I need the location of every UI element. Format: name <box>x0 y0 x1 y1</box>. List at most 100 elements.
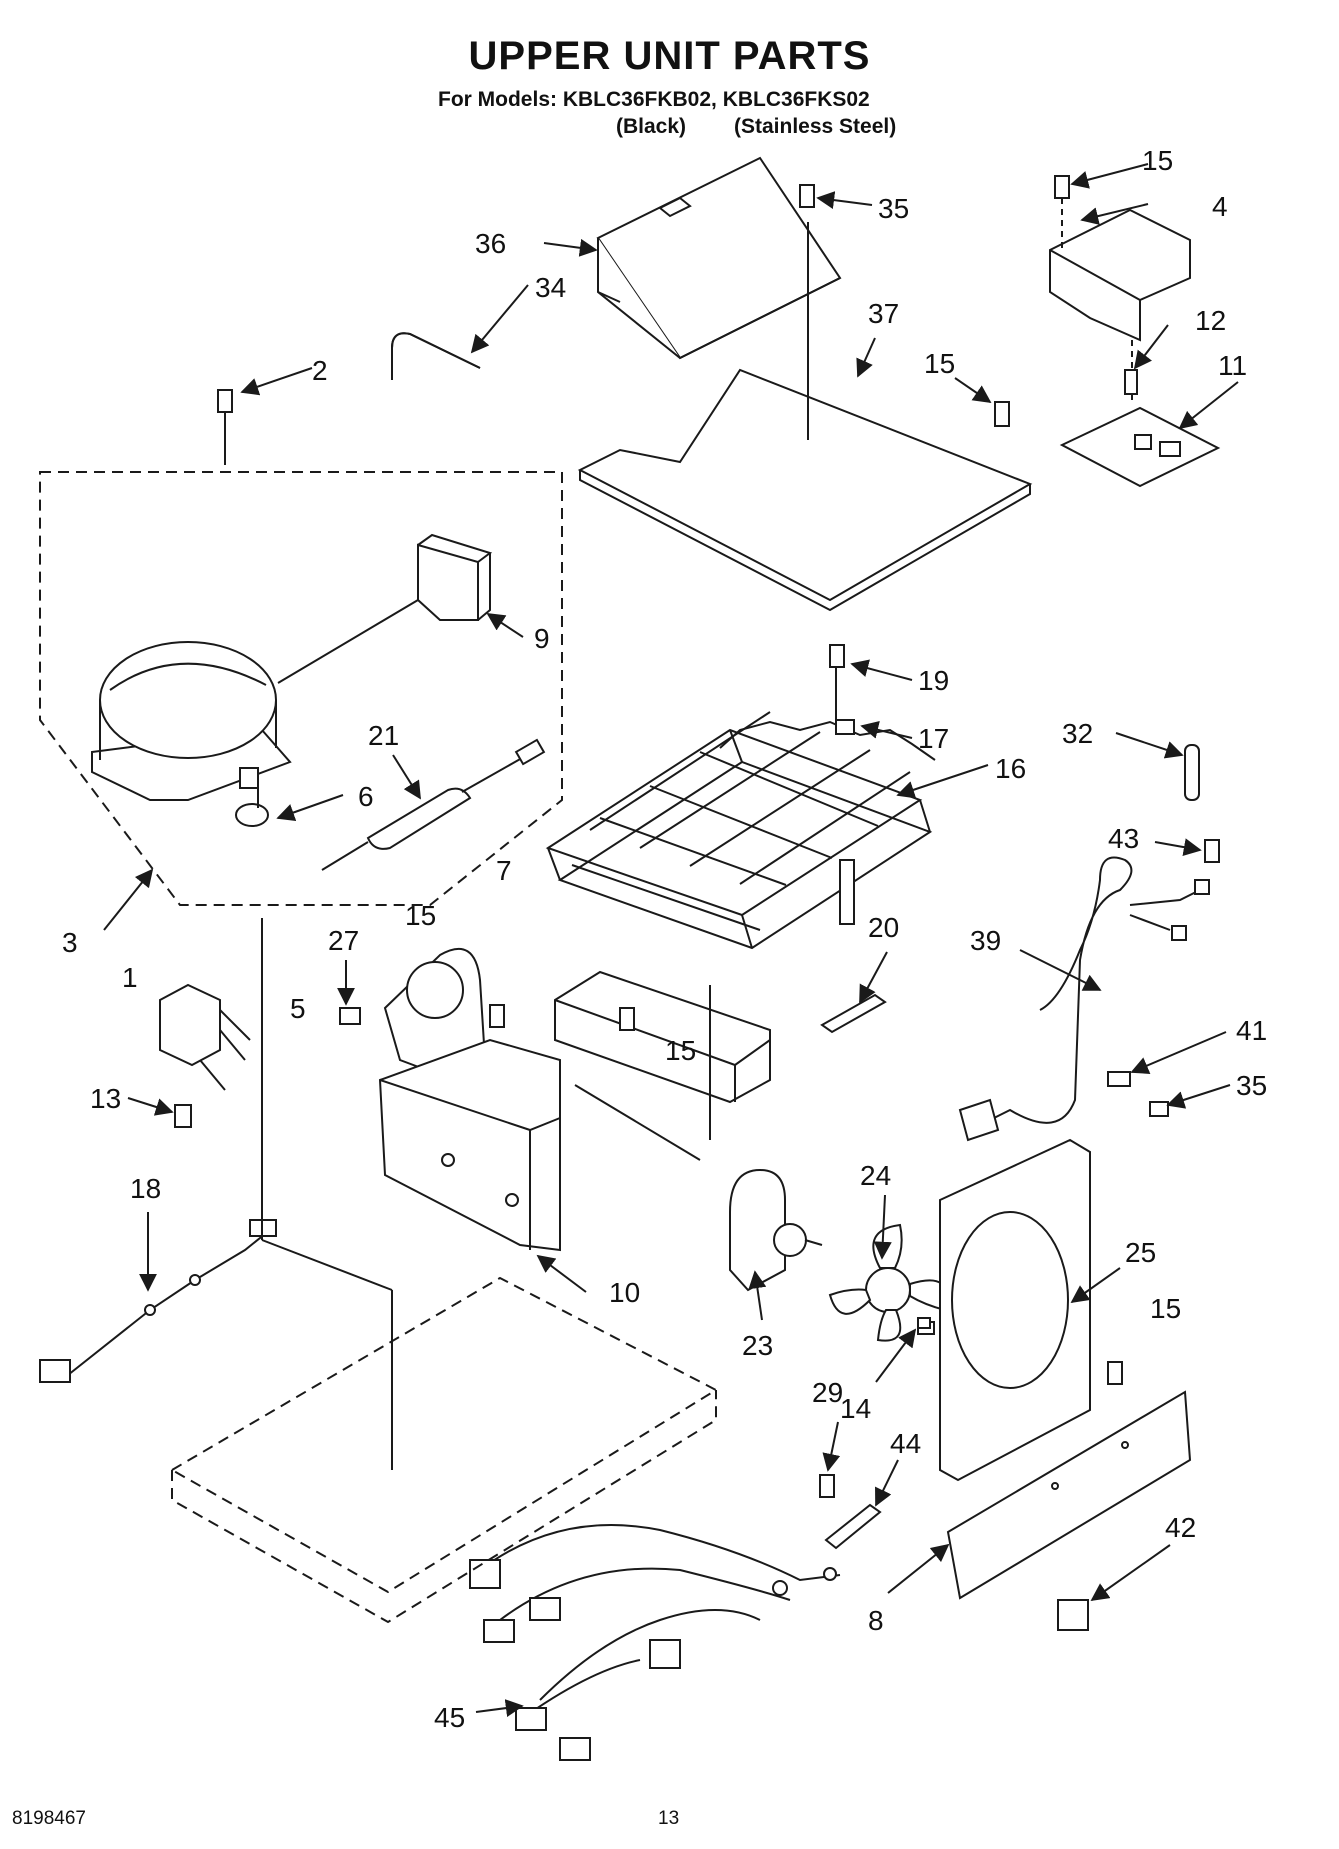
leader-23 <box>748 1270 767 1321</box>
clamp-41-part <box>1107 1071 1131 1087</box>
screw-35-top-part <box>799 184 815 208</box>
callout-11: 11 <box>1218 350 1247 381</box>
leader-41 <box>1130 1031 1227 1074</box>
callout-3: 3 <box>62 927 78 958</box>
mounting-rail-part <box>946 1390 1192 1600</box>
leader-25 <box>1070 1267 1121 1304</box>
screw-15-shroud-part <box>489 1004 505 1028</box>
callout-9: 9 <box>534 623 550 654</box>
leader-43 <box>1154 838 1202 857</box>
callout-36: 36 <box>475 228 506 259</box>
callout-29: 29 <box>812 1377 843 1408</box>
variant-stainless-label: (Stainless Steel) <box>734 115 897 138</box>
evaporator-part <box>545 660 936 950</box>
screw-15-bracket-part <box>619 1007 635 1031</box>
callout-35-top: 35 <box>878 193 909 224</box>
variant-black-label: (Black) <box>616 115 687 138</box>
tube-part <box>391 332 481 380</box>
leader-44 <box>875 1459 899 1507</box>
leader-42 <box>1090 1544 1171 1602</box>
callout-1: 1 <box>122 962 138 993</box>
relay-part <box>277 533 493 684</box>
callout-34: 34 <box>535 272 566 303</box>
callout-4: 4 <box>1212 191 1228 222</box>
screw-15-fan-part <box>1107 1361 1123 1385</box>
callout-43: 43 <box>1108 823 1139 854</box>
leader-35-cord <box>1166 1084 1231 1109</box>
leader-37 <box>856 337 876 378</box>
callout-15-bracket: 15 <box>665 1035 696 1066</box>
callout-35-cord: 35 <box>1236 1070 1267 1101</box>
harness-18-part <box>39 1219 277 1383</box>
top-plate-part <box>577 222 1033 612</box>
callout-44: 44 <box>890 1428 921 1459</box>
callout-20: 20 <box>868 912 899 943</box>
screw-2-part <box>217 389 233 413</box>
cover-part <box>1049 198 1191 342</box>
leader-29 <box>875 1328 917 1383</box>
callout-5: 5 <box>290 993 306 1024</box>
page-number: 13 <box>658 1808 680 1829</box>
compressor-assembly-boundary <box>39 471 563 906</box>
transformer-part <box>159 983 251 1091</box>
callout-17: 17 <box>918 723 949 754</box>
leader-32 <box>1115 732 1184 759</box>
callout-45: 45 <box>434 1702 465 1733</box>
leader-3 <box>103 868 154 931</box>
callout-12: 12 <box>1195 305 1226 336</box>
callout-10: 10 <box>609 1277 640 1308</box>
power-cord-part <box>958 856 1210 1142</box>
callout-2: 2 <box>312 355 328 386</box>
callout-15-fan: 15 <box>1150 1293 1181 1324</box>
callout-23: 23 <box>742 1330 773 1361</box>
leader-35-top <box>816 191 873 210</box>
leader-17 <box>860 721 913 739</box>
strap-44-part <box>824 1503 882 1550</box>
screw-43-part <box>1204 839 1220 863</box>
callout-37: 37 <box>868 298 899 329</box>
leader-12 <box>1133 324 1169 370</box>
leader-15-top <box>1070 163 1149 189</box>
page-title: UPPER UNIT PARTS <box>468 34 871 78</box>
callout-21: 21 <box>368 720 399 751</box>
screw-35-cord-part <box>1149 1101 1169 1117</box>
leader-34 <box>470 284 529 354</box>
leader-2 <box>240 367 313 396</box>
callout-16: 16 <box>995 753 1026 784</box>
callout-18: 18 <box>130 1173 161 1204</box>
leader-14 <box>822 1421 841 1472</box>
leader-36 <box>543 238 598 257</box>
leader-10 <box>536 1254 587 1293</box>
fan-shroud-part <box>917 1138 1091 1482</box>
leader-9 <box>486 613 524 638</box>
base-pan-outline <box>169 918 719 1624</box>
drier-part <box>321 738 546 871</box>
screw-15-top-part <box>1054 175 1070 199</box>
screw-27-part <box>339 1007 361 1025</box>
leader-24 <box>873 1194 892 1260</box>
callout-8: 8 <box>868 1605 884 1636</box>
clip-13-part <box>174 1104 192 1128</box>
callout-41: 41 <box>1236 1015 1267 1046</box>
callout-labels: 1 2 3 4 5 6 7 8 9 10 11 12 13 14 15 15 1… <box>62 145 1267 1733</box>
leader-11 <box>1178 381 1239 430</box>
callout-15-shroud: 15 <box>405 900 436 931</box>
fan-motor-part <box>574 1084 823 1292</box>
compressor-part <box>91 641 292 827</box>
callout-15-cover: 15 <box>1142 145 1173 176</box>
callout-19: 19 <box>918 665 949 696</box>
screw-19-part <box>829 644 845 668</box>
harness-45-part <box>469 1524 841 1761</box>
plug-32-part <box>1184 744 1200 801</box>
screw-14-part <box>819 1474 835 1498</box>
callout-42: 42 <box>1165 1512 1196 1543</box>
callout-14: 14 <box>840 1393 871 1424</box>
callout-39: 39 <box>970 925 1001 956</box>
callout-6: 6 <box>358 781 374 812</box>
callout-25: 25 <box>1125 1237 1156 1268</box>
bracket-part <box>596 156 842 360</box>
leader-21 <box>392 754 421 800</box>
callout-32: 32 <box>1062 718 1093 749</box>
leader-45 <box>475 1699 524 1718</box>
